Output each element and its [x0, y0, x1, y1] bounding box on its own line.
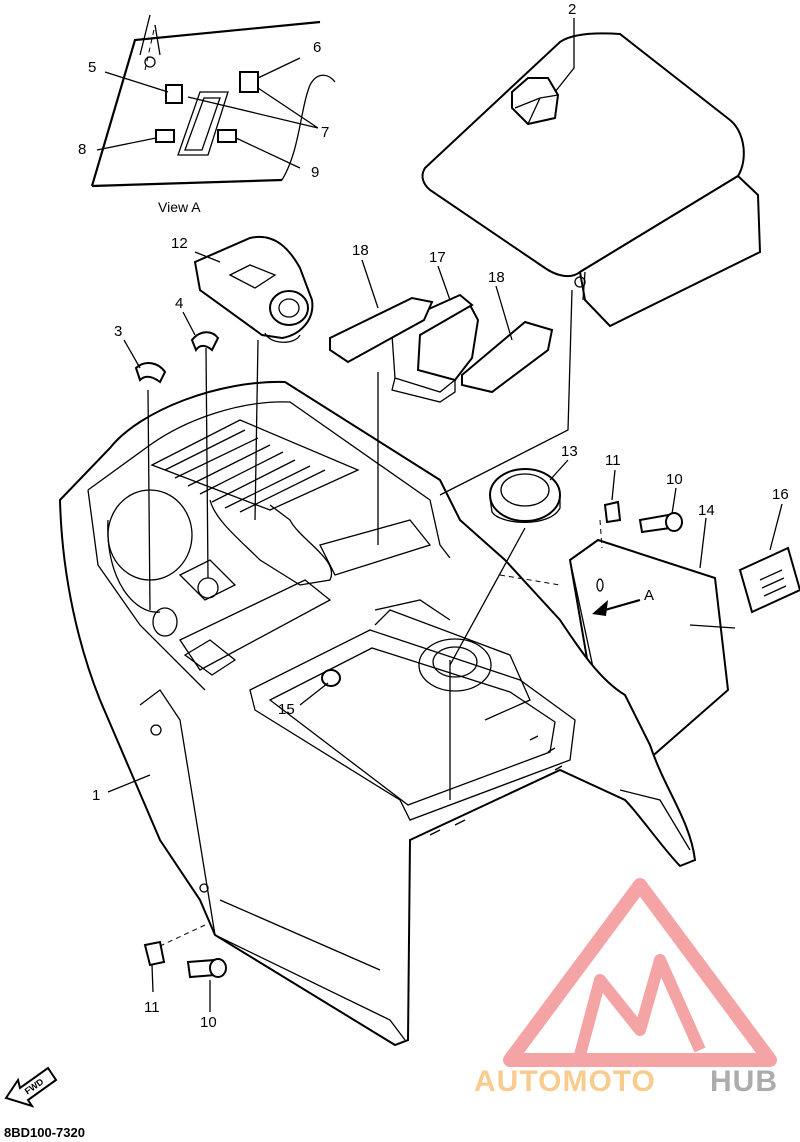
view-a-pad-6	[239, 71, 259, 93]
part-18-pad-left	[329, 296, 434, 364]
watermark-text-secondary: HUB	[710, 1065, 778, 1098]
part-11-nut-upper	[603, 500, 622, 524]
callout-14: 14	[698, 502, 715, 519]
part-1-main-console	[58, 380, 697, 1047]
part-13-grommet	[489, 468, 561, 524]
part-18-pad-right	[461, 320, 554, 394]
callout-9: 9	[311, 164, 319, 181]
callout-3: 3	[114, 323, 122, 340]
callout-8: 8	[78, 141, 86, 158]
fwd-arrow-icon: FWD	[4, 1066, 58, 1108]
watermark-text-primary: AUTOMOTO	[474, 1065, 656, 1098]
callout-15: 15	[278, 701, 295, 718]
callout-5: 5	[88, 59, 96, 76]
part-15-cap	[321, 669, 341, 687]
part-12-switch-panel	[193, 235, 314, 343]
view-a-caption: View A	[158, 199, 201, 215]
callout-1: 1	[92, 787, 100, 804]
part-10-bolt-upper	[638, 512, 683, 534]
callout-6: 6	[313, 39, 321, 56]
arrow-a-label: A	[644, 587, 654, 604]
part-4-clip	[190, 331, 220, 353]
callout-17: 17	[429, 249, 446, 266]
view-a-pad-9	[217, 129, 237, 143]
callout-4: 4	[175, 295, 183, 312]
callout-10-lower: 10	[200, 1014, 217, 1031]
part-16-label	[738, 546, 800, 614]
view-a-inset	[90, 14, 336, 188]
callout-12: 12	[171, 235, 188, 252]
part-17-bracket	[381, 293, 480, 403]
leader-lines	[107, 18, 783, 1012]
part-10-bolt-lower	[186, 958, 227, 979]
part-11-nut-lower	[143, 940, 166, 967]
callout-10-upper: 10	[666, 471, 683, 488]
view-a-pad-5	[165, 84, 183, 104]
callout-11-lower: 11	[144, 999, 160, 1016]
part-2-lid	[421, 32, 762, 328]
callout-7: 7	[321, 124, 329, 141]
watermark-logo: AUTOMOTO HUB	[474, 878, 778, 1098]
callout-13: 13	[561, 443, 578, 460]
callout-2: 2	[568, 1, 576, 18]
callout-16: 16	[772, 486, 789, 503]
callout-18-left: 18	[352, 242, 369, 259]
part-code: 8BD100-7320	[4, 1125, 85, 1140]
part-3-clip	[134, 362, 167, 384]
callout-18-right: 18	[488, 269, 505, 286]
view-a-pad-8	[155, 129, 175, 143]
callout-11-upper: 11	[605, 452, 621, 469]
